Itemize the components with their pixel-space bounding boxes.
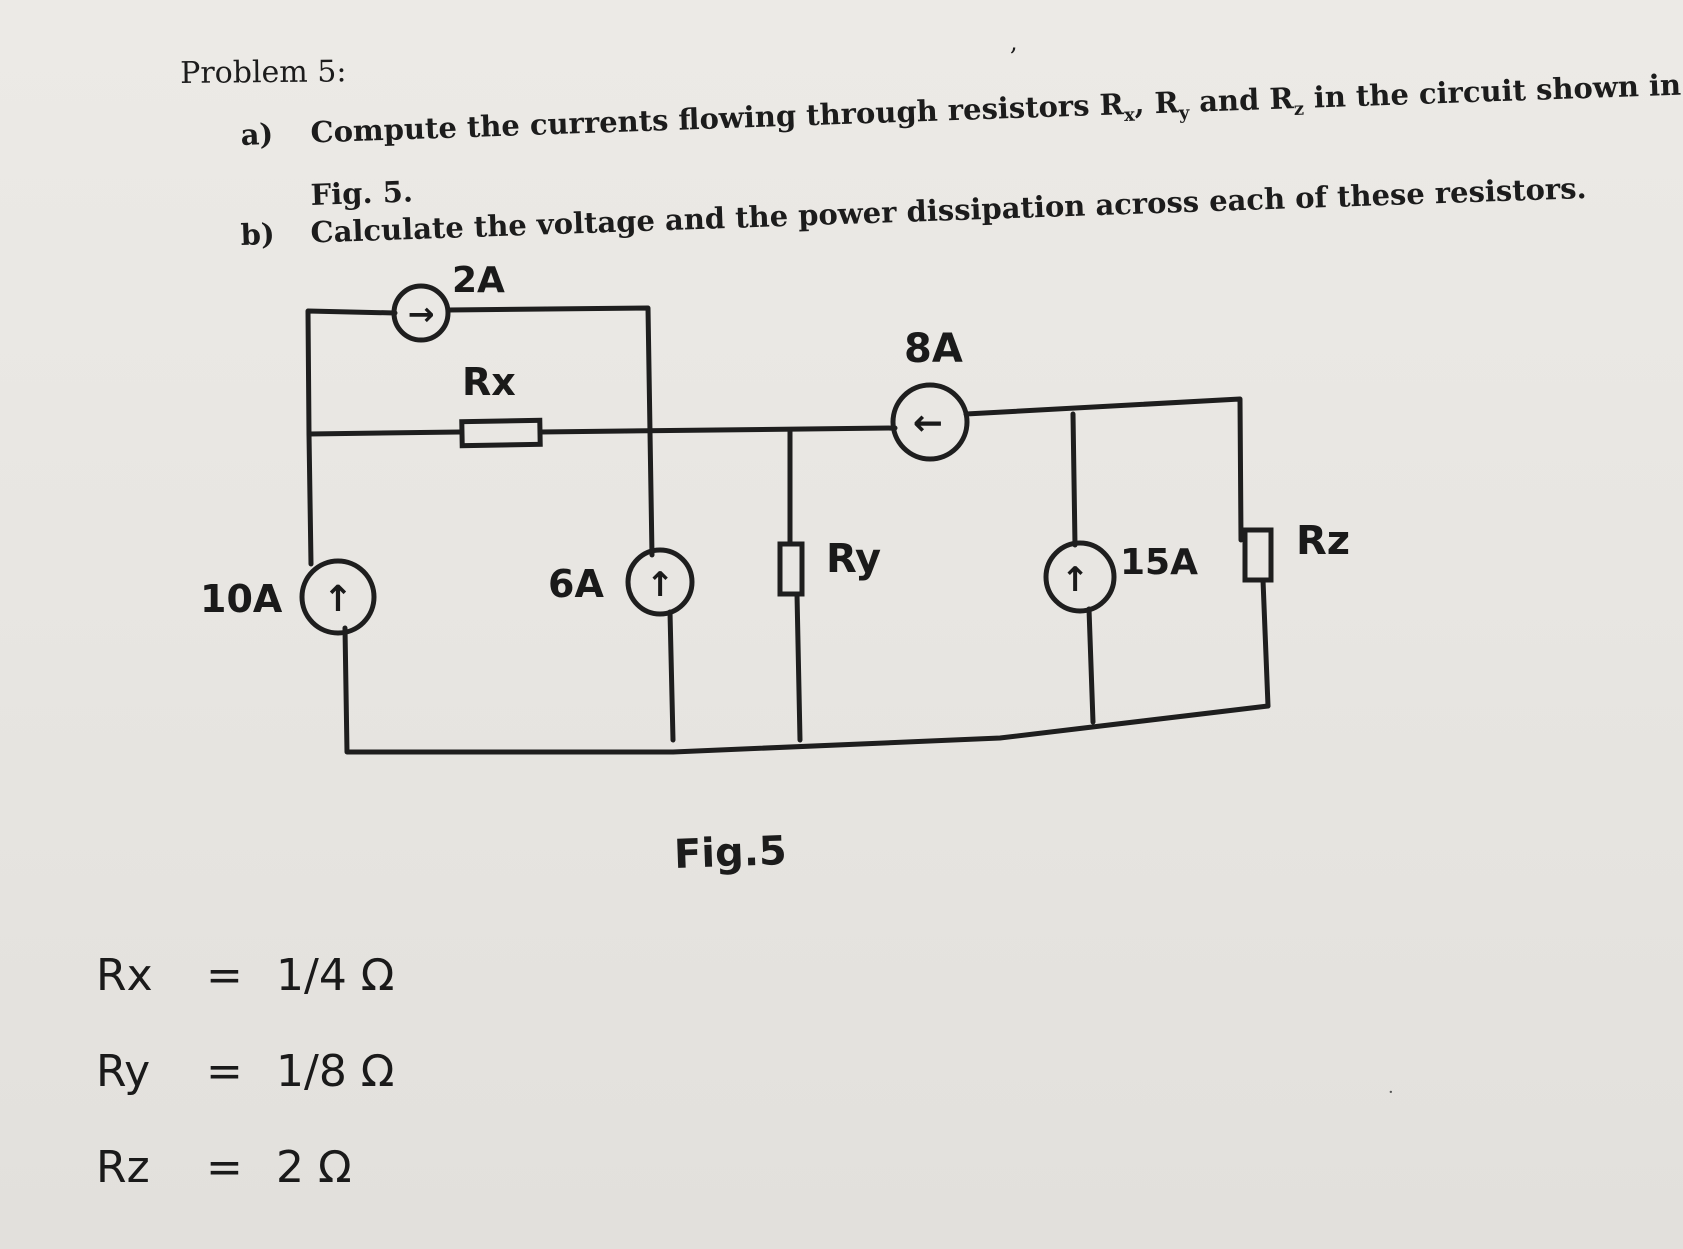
source-6a [625, 547, 695, 617]
value-eq: = [206, 1046, 243, 1097]
wire-left-branch-bottom [342, 625, 676, 755]
wire-top-loop [305, 308, 398, 437]
value-row: Ry = 1/8 Ω [96, 1046, 394, 1142]
resistors [459, 417, 1274, 597]
value-amount: 1/8 Ω [276, 1046, 395, 1097]
wire-bottom-rail [670, 703, 1271, 755]
wire-mid-rx-right [537, 425, 898, 435]
edge-mark: · [1388, 1082, 1394, 1103]
resistor-values: Rx = 1/4 Ω Ry = 1/8 Ω Rz = 2 Ω [96, 950, 394, 1238]
label-10a: 10A [200, 577, 283, 621]
wire-mid-left [306, 429, 463, 437]
value-amount: 2 Ω [276, 1142, 352, 1193]
arrow-up-icon: ↑ [1061, 560, 1090, 600]
label-2a: 2A [452, 260, 505, 301]
value-amount: 1/4 Ω [276, 950, 395, 1001]
label-15a: 15A [1120, 542, 1198, 583]
wire-left-branch-top [306, 431, 314, 567]
resistor-rx [459, 417, 543, 449]
value-eq: = [206, 1142, 243, 1193]
stray-mark: , [1010, 28, 1018, 56]
value-eq: = [206, 950, 243, 1001]
label-ry: Ry [826, 536, 881, 582]
value-name: Rx [96, 950, 153, 1001]
wire-mid-right [963, 396, 1244, 543]
wire-top-loop-right [445, 305, 653, 435]
arrow-up-icon: ↑ [646, 565, 675, 605]
wire-6a-bottom [667, 609, 676, 743]
wire-6a-top [647, 429, 655, 558]
source-8a [890, 382, 970, 462]
current-sources [299, 283, 1117, 636]
source-15a [1043, 540, 1117, 614]
wire-rz-bottom [1260, 577, 1271, 709]
source-10a [299, 558, 377, 636]
resistor-rz [1242, 527, 1274, 583]
figure-caption: Fig.5 [673, 828, 788, 878]
value-row: Rz = 2 Ω [96, 1142, 394, 1238]
value-row: Rx = 1/4 Ω [96, 950, 394, 1046]
wire-15a-bottom [1086, 606, 1096, 725]
arrow-up-icon: ↑ [323, 579, 353, 620]
wire-ry-bottom [794, 591, 803, 743]
value-name: Rz [96, 1142, 150, 1193]
source-2a [391, 283, 451, 343]
label-6a: 6A [548, 562, 604, 606]
circuit-wires [305, 305, 1271, 755]
label-rx: Rx [462, 360, 516, 404]
resistor-ry [777, 541, 805, 597]
arrow-left-icon: ← [913, 403, 943, 444]
arrow-right-icon: → [408, 295, 435, 333]
wire-15a-top [1070, 411, 1078, 548]
label-8a: 8A [904, 326, 963, 372]
label-rz: Rz [1296, 518, 1350, 564]
value-name: Ry [96, 1046, 151, 1097]
